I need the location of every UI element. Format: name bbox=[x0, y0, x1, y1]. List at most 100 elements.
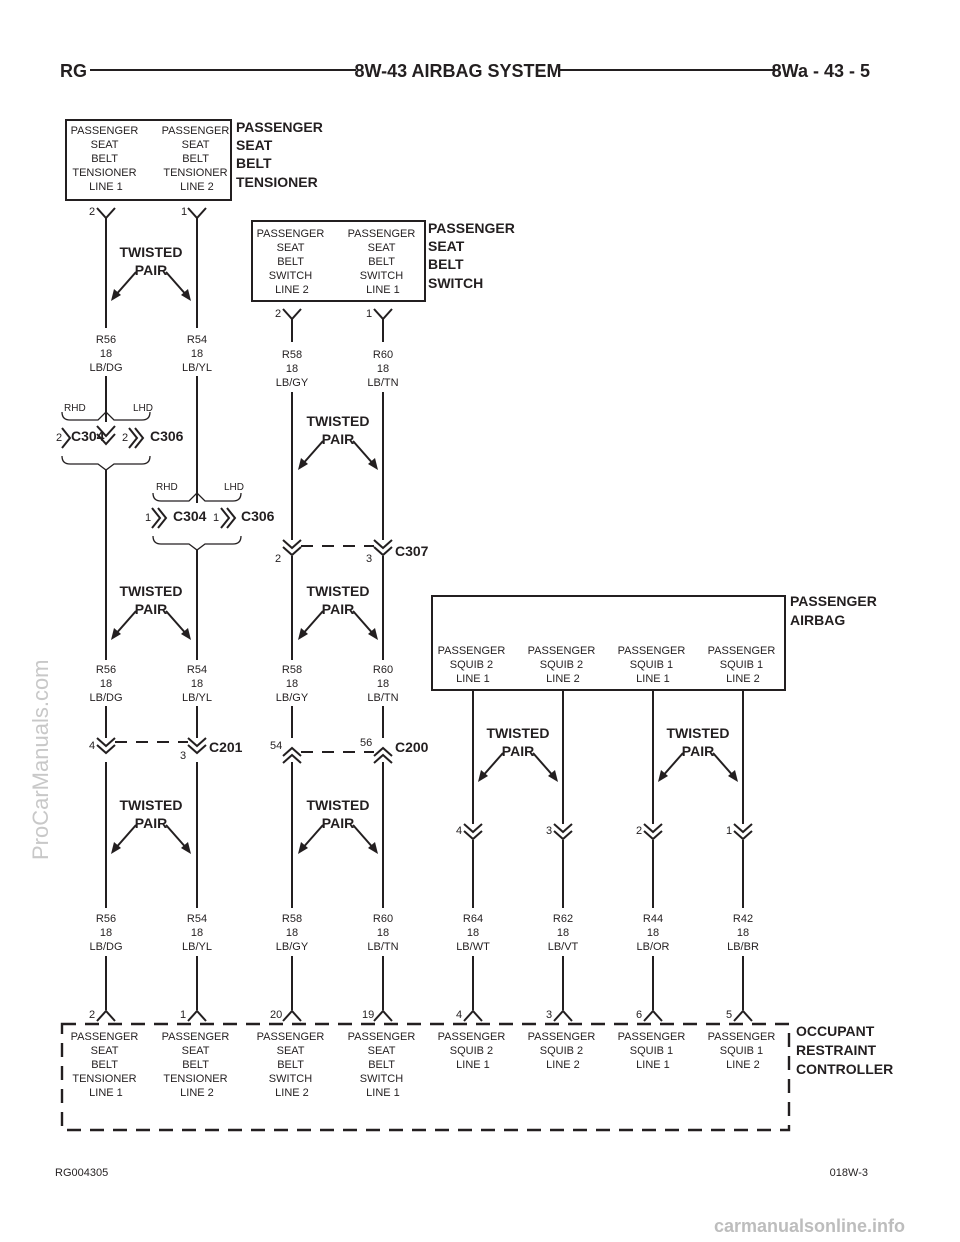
c200-terminal-a bbox=[282, 746, 302, 764]
figure-id: RG004305 bbox=[55, 1167, 108, 1179]
c304-left-terminal bbox=[61, 427, 72, 449]
airbag-name: PASSENGER AIRBAG bbox=[790, 593, 881, 628]
tensioner-terminal-a bbox=[96, 207, 116, 220]
c306-label: C306 bbox=[241, 508, 275, 524]
controller-circuit-text: PASSENGER SEAT BELT SWITCH LINE 2 bbox=[257, 1031, 328, 1099]
controller-circuit-text: PASSENGER SQUIB 1 LINE 1 bbox=[618, 1031, 689, 1071]
controller-circuit-text: PASSENGER SEAT BELT TENSIONER LINE 1 bbox=[71, 1031, 142, 1099]
controller-terminal bbox=[643, 1009, 663, 1022]
airbag-squib2-line2-text: PASSENGER SQUIB 2 LINE 2 bbox=[528, 645, 599, 685]
airbag-squib2-line1-text: PASSENGER SQUIB 2 LINE 1 bbox=[438, 645, 509, 685]
controller-terminal bbox=[733, 1009, 753, 1022]
c200-pin-a: 54 bbox=[270, 740, 282, 752]
seat-switch-box: PASSENGER SEAT BELT SWITCH LINE 2 PASSEN… bbox=[251, 220, 519, 321]
controller-terminal bbox=[187, 1009, 207, 1022]
c304-pin: 1 bbox=[145, 512, 151, 524]
controller-pin: 2 bbox=[89, 1009, 95, 1021]
airbag-pin: 2 bbox=[636, 825, 642, 837]
controller-pin: 6 bbox=[636, 1009, 642, 1021]
controller-name: OCCUPANT RESTRAINT CONTROLLER bbox=[796, 1023, 893, 1077]
c304-label: C304 bbox=[173, 508, 207, 524]
lhd-label: LHD bbox=[133, 403, 153, 414]
rhd-label: RHD bbox=[64, 403, 86, 414]
c304-pin: 2 bbox=[56, 432, 62, 444]
airbag-pin: 3 bbox=[546, 825, 552, 837]
seat-switch-line2-text: PASSENGER SEAT BELT SWITCH LINE 2 bbox=[257, 228, 328, 296]
page-header: RG 8W-43 AIRBAG SYSTEM 8Wa - 43 - 5 bbox=[60, 61, 870, 81]
c306-terminal bbox=[220, 507, 237, 529]
c201-pin-b: 3 bbox=[180, 750, 186, 762]
seat-switch-name: PASSENGER SEAT BELT SWITCH bbox=[428, 220, 519, 291]
c307-terminal-b bbox=[373, 539, 393, 557]
connector-c304-c306-pin1: RHD LHD 1 C304 1 C306 bbox=[145, 482, 275, 551]
tensioner-name: PASSENGER SEAT BELT TENSIONER bbox=[236, 119, 327, 190]
controller-circuit-text: PASSENGER SEAT BELT TENSIONER LINE 2 bbox=[162, 1031, 233, 1099]
c304-terminal bbox=[96, 425, 116, 446]
controller-terminal bbox=[96, 1009, 116, 1022]
controller-pin: 4 bbox=[456, 1009, 462, 1021]
c201-terminal-a bbox=[96, 737, 116, 755]
seat-switch-terminal-a bbox=[282, 308, 302, 321]
controller-terminal bbox=[463, 1009, 483, 1022]
controller-pin: 1 bbox=[180, 1009, 186, 1021]
controller-outline bbox=[60, 1022, 791, 1132]
c307-label: C307 bbox=[395, 543, 429, 559]
seat-switch-pin-b: 1 bbox=[366, 308, 372, 320]
header-page-number: 8Wa - 43 - 5 bbox=[772, 61, 870, 81]
c200-pin-b: 56 bbox=[360, 737, 372, 749]
c201-terminal-b bbox=[187, 737, 207, 755]
c306-label: C306 bbox=[150, 428, 184, 444]
controller-pin: 5 bbox=[726, 1009, 732, 1021]
rhd-label: RHD bbox=[156, 482, 178, 493]
tensioner-pin-b: 1 bbox=[181, 206, 187, 218]
connector-c307: 2 3 C307 bbox=[275, 539, 429, 565]
tensioner-box: PASSENGER SEAT BELT TENSIONER LINE 1 PAS… bbox=[65, 119, 327, 220]
airbag-squib1-line2-text: PASSENGER SQUIB 1 LINE 2 bbox=[708, 645, 779, 685]
airbag-terminal bbox=[643, 823, 663, 841]
connector-c201: 4 3 C201 bbox=[89, 737, 243, 762]
c306-pin: 1 bbox=[213, 512, 219, 524]
seat-switch-outline bbox=[251, 220, 426, 302]
controller-box: OCCUPANT RESTRAINT CONTROLLER 2 1 20 19 … bbox=[60, 1009, 893, 1132]
controller-terminal bbox=[282, 1009, 302, 1022]
controller-circuit-text: PASSENGER SEAT BELT SWITCH LINE 1 bbox=[348, 1031, 419, 1099]
c200-terminal-b bbox=[373, 746, 393, 764]
page-footer: RG004305 018W-3 carmanualsonline.info bbox=[55, 1167, 905, 1236]
tensioner-terminal-b bbox=[187, 207, 207, 220]
airbag-box: PASSENGER SQUIB 2 LINE 1 PASSENGER SQUIB… bbox=[431, 593, 881, 691]
connector-c200: 54 56 C200 bbox=[270, 737, 429, 764]
airbag-terminal bbox=[463, 823, 483, 841]
c304-terminal bbox=[151, 507, 168, 529]
airbag-squib1-line1-text: PASSENGER SQUIB 1 LINE 1 bbox=[618, 645, 689, 685]
rhd-lhd-bracket-bottom bbox=[61, 455, 151, 471]
c201-pin-a: 4 bbox=[89, 740, 95, 752]
controller-circuit-text: PASSENGER SQUIB 2 LINE 1 bbox=[438, 1031, 509, 1071]
controller-terminal bbox=[373, 1009, 393, 1022]
header-left: RG bbox=[60, 61, 87, 81]
footer-code: 018W-3 bbox=[830, 1167, 868, 1179]
controller-pin: 3 bbox=[546, 1009, 552, 1021]
controller-pin: 20 bbox=[270, 1009, 282, 1021]
